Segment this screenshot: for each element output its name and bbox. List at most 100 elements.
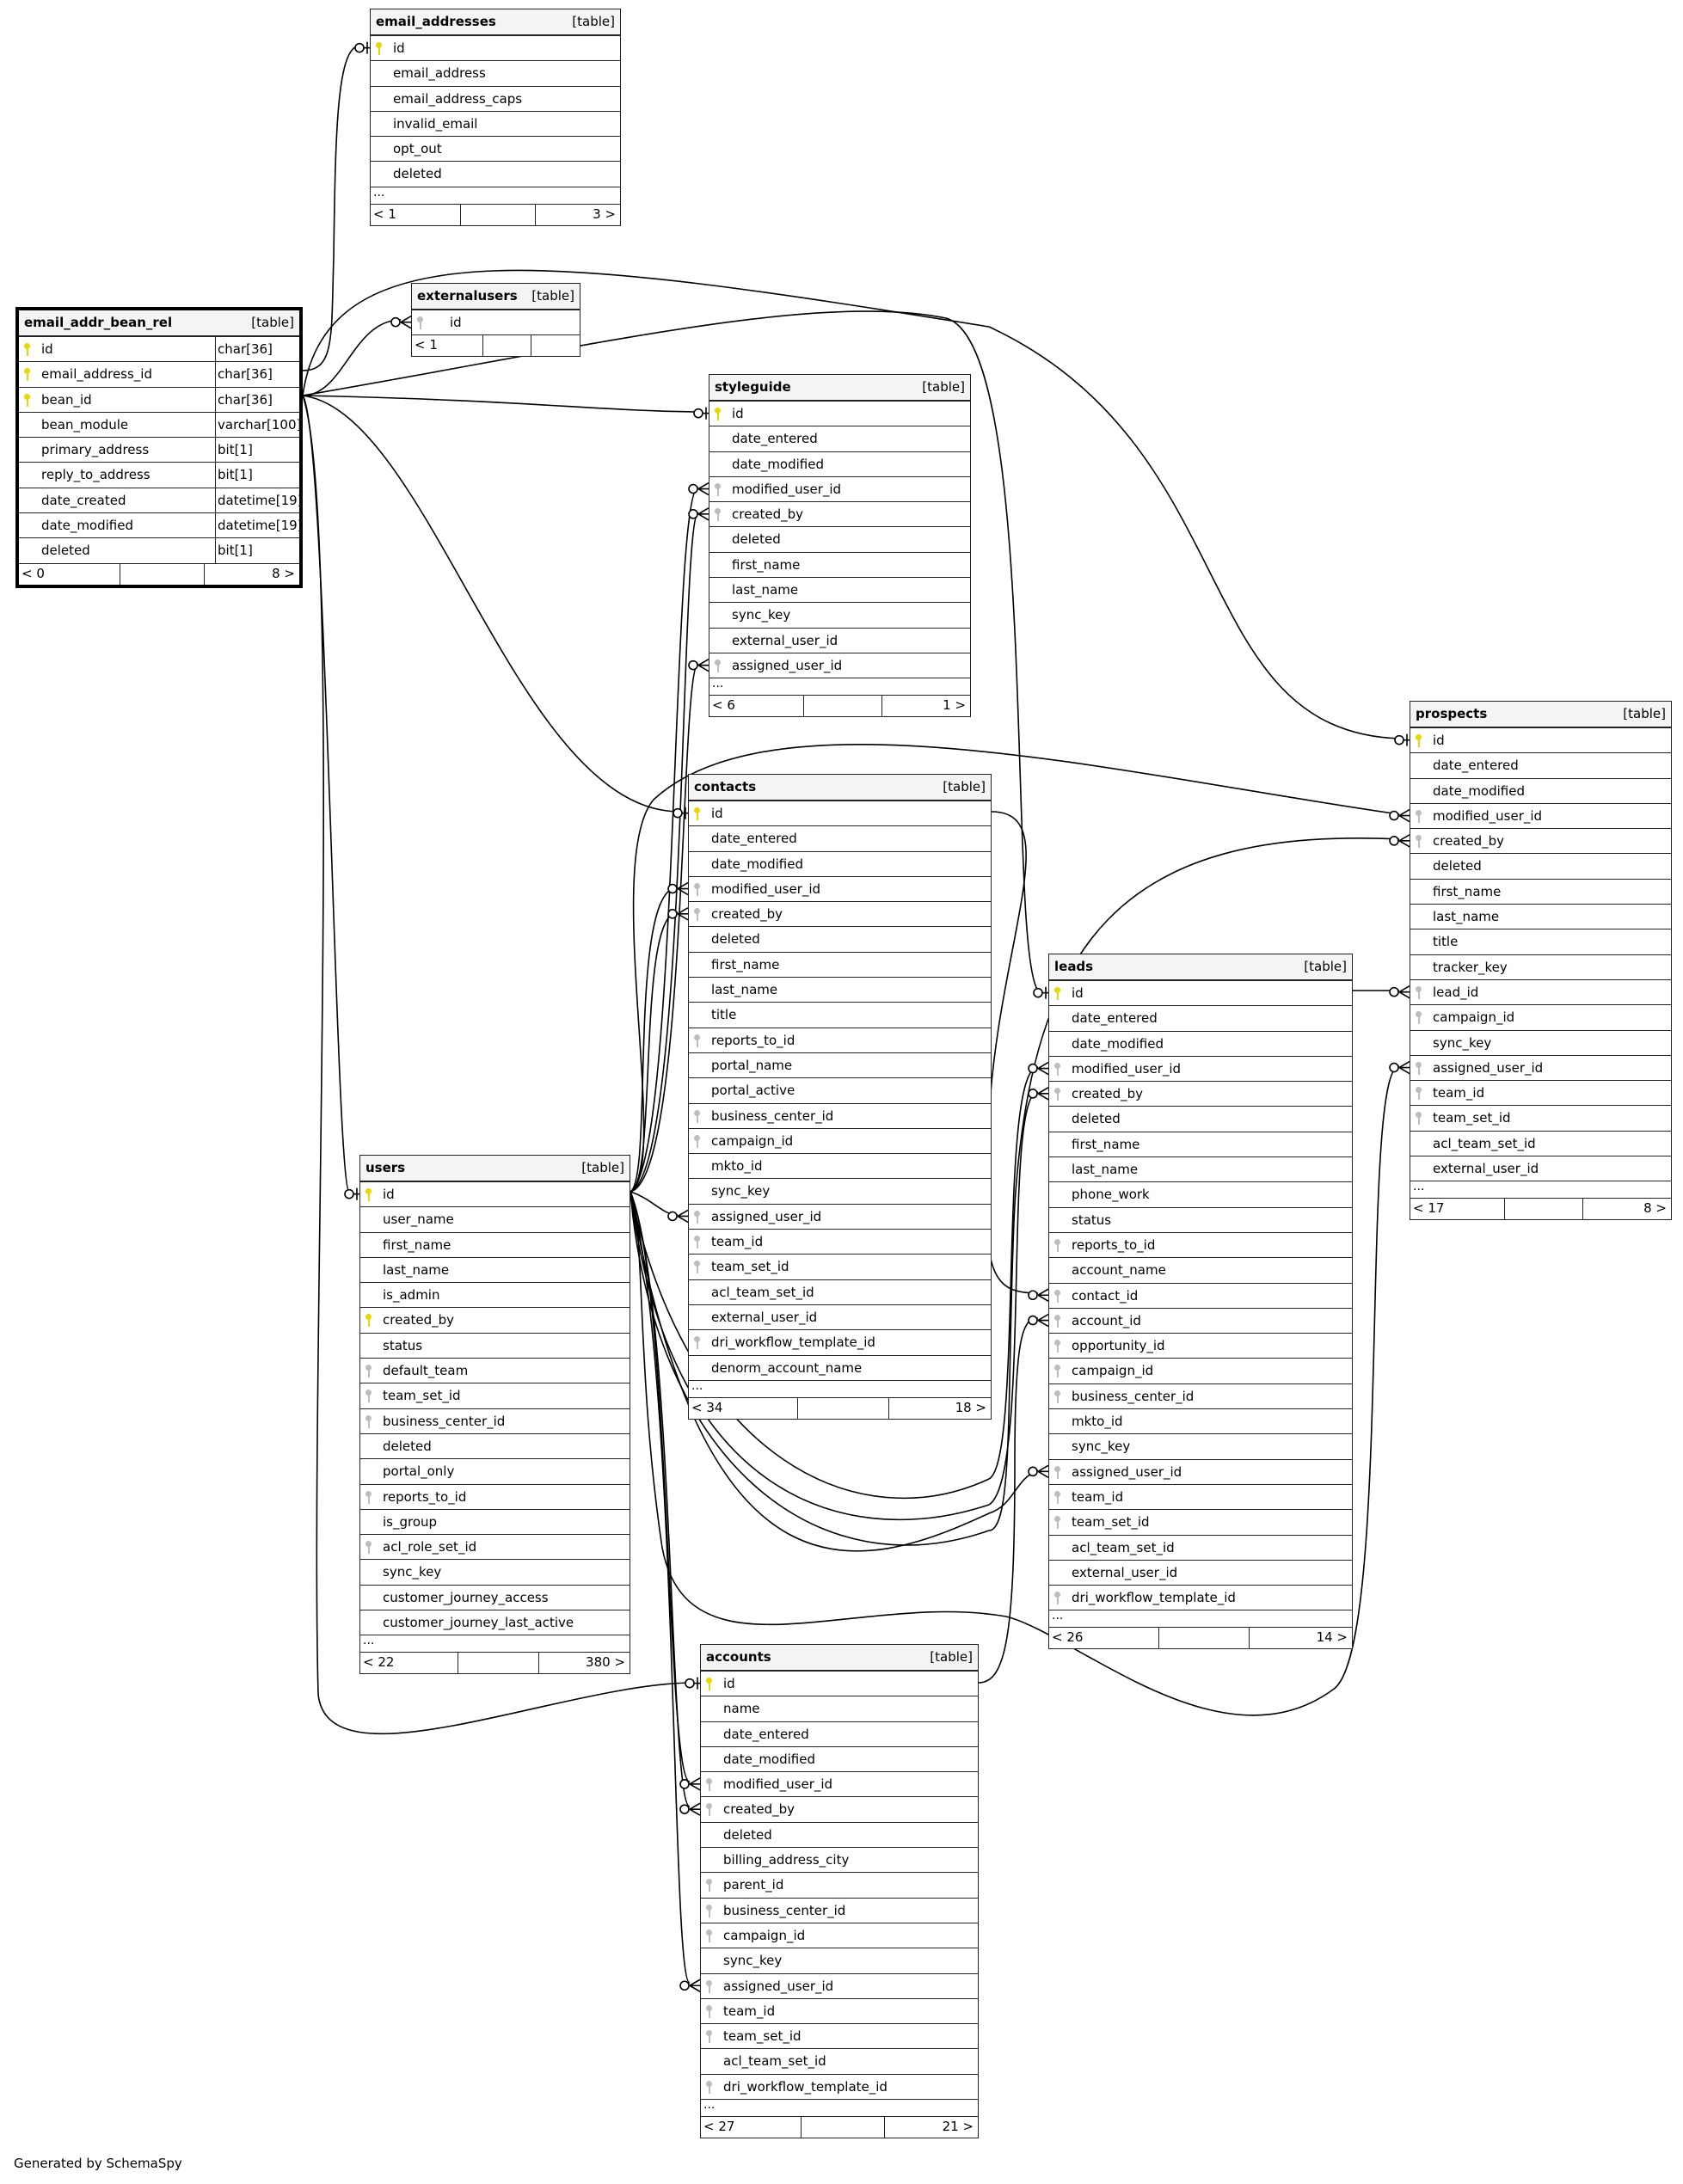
column-row[interactable]: first_name <box>1049 1132 1352 1158</box>
column-row[interactable]: default_team <box>360 1359 630 1384</box>
column-row[interactable]: last_name <box>689 978 991 1003</box>
column-row[interactable]: first_name <box>1410 880 1671 905</box>
column-row[interactable]: deleted <box>371 162 620 187</box>
column-row[interactable]: assigned_user_id <box>709 653 970 679</box>
column-row[interactable]: denorm_account_name <box>689 1356 991 1381</box>
table-name[interactable]: email_addr_bean_rel <box>24 315 173 330</box>
column-row[interactable]: tracker_key <box>1410 955 1671 980</box>
column-row[interactable]: email_address_caps <box>371 87 620 112</box>
column-row[interactable]: last_name <box>1410 905 1671 930</box>
column-row[interactable]: external_user_id <box>1410 1156 1671 1182</box>
column-row[interactable]: dri_workflow_template_id <box>689 1330 991 1356</box>
table-header[interactable]: styleguide[table] <box>709 375 970 402</box>
column-row[interactable]: opt_out <box>371 137 620 163</box>
column-row[interactable]: modified_user_id <box>1049 1057 1352 1083</box>
column-row[interactable]: created_by <box>701 1797 978 1823</box>
column-row[interactable]: external_user_id <box>689 1305 991 1331</box>
column-row[interactable]: campaign_id <box>689 1129 991 1155</box>
column-row[interactable]: id <box>371 36 620 62</box>
column-row[interactable]: parent_id <box>701 1873 978 1899</box>
column-row[interactable]: created_by <box>1049 1082 1352 1107</box>
more-columns-indicator[interactable]: ... <box>371 187 620 205</box>
column-row[interactable]: acl_team_set_id <box>701 2049 978 2075</box>
column-row[interactable]: customer_journey_last_active <box>360 1610 630 1636</box>
column-row[interactable]: is_admin <box>360 1283 630 1309</box>
column-row[interactable]: date_modified <box>701 1747 978 1773</box>
column-row[interactable]: dri_workflow_template_id <box>701 2075 978 2101</box>
column-row[interactable]: title <box>1410 929 1671 955</box>
column-row[interactable]: title <box>689 1003 991 1028</box>
column-row[interactable]: sync_key <box>689 1179 991 1205</box>
column-row[interactable]: first_name <box>689 953 991 979</box>
column-row[interactable]: last_name <box>360 1258 630 1284</box>
column-row[interactable]: created_by <box>709 502 970 528</box>
column-row[interactable]: team_id <box>1410 1081 1671 1107</box>
table-externalusers[interactable]: externalusers[table]id< 1 <box>411 283 580 358</box>
table-header[interactable]: leads[table] <box>1049 954 1352 981</box>
column-row[interactable]: lead_id <box>1410 980 1671 1006</box>
child-count[interactable]: 21 > <box>942 2119 974 2135</box>
child-count[interactable]: 380 > <box>586 1654 625 1671</box>
child-count[interactable]: 8 > <box>272 565 295 581</box>
column-row[interactable]: modified_user_id <box>689 877 991 903</box>
column-row[interactable]: acl_role_set_id <box>360 1535 630 1561</box>
table-header[interactable]: externalusers[table] <box>412 284 580 310</box>
column-row[interactable]: reports_to_id <box>360 1485 630 1510</box>
column-row[interactable]: campaign_id <box>1410 1005 1671 1031</box>
parent-count[interactable]: < 34 <box>691 1399 723 1415</box>
column-row[interactable]: sync_key <box>1049 1434 1352 1460</box>
column-row[interactable]: assigned_user_id <box>701 1974 978 1999</box>
column-row[interactable]: campaign_id <box>701 1923 978 1949</box>
column-row[interactable]: first_name <box>360 1233 630 1258</box>
parent-count[interactable]: < 26 <box>1052 1629 1084 1646</box>
column-row[interactable]: business_center_id <box>689 1104 991 1129</box>
column-row[interactable]: date_entered <box>1049 1006 1352 1032</box>
column-row[interactable]: dri_workflow_template_id <box>1049 1586 1352 1611</box>
column-row[interactable]: business_center_id <box>1049 1384 1352 1410</box>
column-row[interactable]: invalid_email <box>371 112 620 138</box>
column-row[interactable]: id <box>709 402 970 427</box>
more-columns-indicator[interactable]: ... <box>1049 1610 1352 1629</box>
column-row[interactable]: modified_user_id <box>701 1772 978 1798</box>
column-row[interactable]: portal_name <box>689 1053 991 1079</box>
parent-count[interactable]: < 1 <box>373 206 396 222</box>
column-row[interactable]: last_name <box>1049 1157 1352 1183</box>
column-row[interactable]: mkto_id <box>689 1154 991 1180</box>
column-row[interactable]: external_user_id <box>709 629 970 653</box>
column-row[interactable]: id <box>689 801 991 827</box>
column-row[interactable]: acl_team_set_id <box>1049 1536 1352 1561</box>
column-row[interactable]: assigned_user_id <box>1410 1056 1671 1082</box>
column-row[interactable]: portal_active <box>689 1078 991 1104</box>
parent-count[interactable]: < 1 <box>415 337 438 353</box>
column-row[interactable]: id <box>701 1672 978 1697</box>
column-row[interactable]: status <box>1049 1208 1352 1233</box>
column-row[interactable]: created_by <box>1410 829 1671 855</box>
more-columns-indicator[interactable]: ... <box>709 678 970 696</box>
table-header[interactable]: email_addresses[table] <box>371 9 620 36</box>
parent-count[interactable]: < 6 <box>712 697 735 714</box>
column-row[interactable]: sync_key <box>1410 1031 1671 1056</box>
column-row[interactable]: team_set_id <box>1049 1510 1352 1536</box>
column-row[interactable]: phone_work <box>1049 1182 1352 1208</box>
column-row[interactable]: id <box>1049 981 1352 1007</box>
column-row[interactable]: team_id <box>1049 1485 1352 1511</box>
column-row[interactable]: email_address <box>371 61 620 87</box>
column-row[interactable]: portal_only <box>360 1459 630 1485</box>
parent-count[interactable]: < 17 <box>1413 1200 1445 1217</box>
table-name[interactable]: externalusers <box>417 288 518 304</box>
column-row[interactable]: reports_to_id <box>1049 1233 1352 1259</box>
more-columns-indicator[interactable]: ... <box>1410 1181 1671 1199</box>
column-row[interactable]: user_name <box>360 1207 630 1233</box>
column-row[interactable]: sync_key <box>701 1948 978 1974</box>
column-row[interactable]: external_user_id <box>1049 1561 1352 1586</box>
